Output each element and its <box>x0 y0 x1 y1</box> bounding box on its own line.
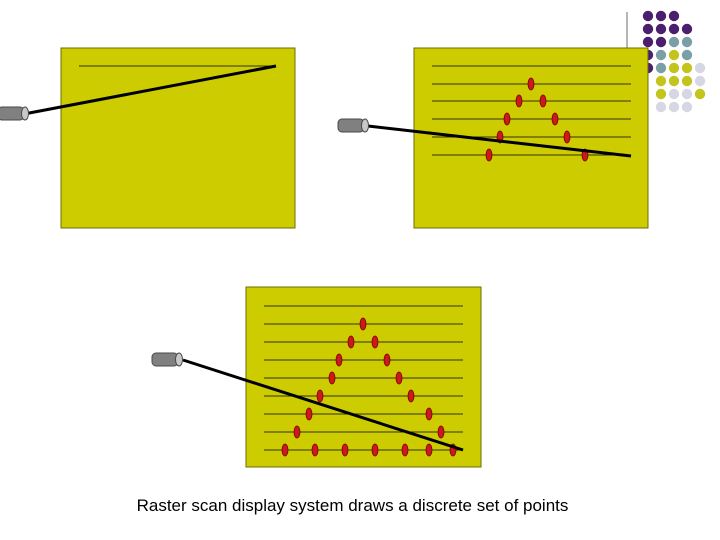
pixel-dot <box>425 407 433 421</box>
pixel-dot <box>347 335 355 349</box>
decorative-dot <box>668 75 680 87</box>
pixel-dot <box>527 77 535 91</box>
decorative-dot <box>681 62 693 74</box>
decorative-dot <box>668 23 680 35</box>
pixel-dot <box>395 371 403 385</box>
decorative-dot <box>668 36 680 48</box>
pixel-dot <box>401 443 409 457</box>
screen-1 <box>60 47 296 229</box>
decorative-dot <box>655 36 667 48</box>
decorative-dot <box>655 10 667 22</box>
decorative-dot <box>655 23 667 35</box>
pixel-dot <box>371 335 379 349</box>
decorative-dot <box>681 23 693 35</box>
decorative-dot <box>655 62 667 74</box>
decorative-dot <box>642 10 654 22</box>
pixel-dot <box>328 371 336 385</box>
screen-panel-3 <box>151 286 482 468</box>
decorative-dot <box>668 62 680 74</box>
decorative-dot <box>668 10 680 22</box>
pixel-dot <box>425 443 433 457</box>
screen-2 <box>413 47 649 229</box>
screen-panel-1 <box>0 47 296 229</box>
pixel-dot <box>305 407 313 421</box>
decorative-dot-grid-icon <box>642 10 706 113</box>
pixel-dot <box>311 443 319 457</box>
pixel-dot <box>341 443 349 457</box>
decorative-dot <box>668 88 680 100</box>
pixel-dot <box>563 130 571 144</box>
beam-icon <box>182 358 464 452</box>
decorative-dot <box>694 88 706 100</box>
pixel-dot <box>359 317 367 331</box>
decorative-dot <box>668 101 680 113</box>
pixel-dot <box>371 443 379 457</box>
decorative-dot <box>655 101 667 113</box>
pixel-dot <box>407 389 415 403</box>
decorative-dot <box>681 75 693 87</box>
screen-3 <box>245 286 482 468</box>
pixel-dot <box>515 94 523 108</box>
pixel-dot <box>485 148 493 162</box>
decorative-dot <box>694 75 706 87</box>
decorative-dot <box>668 49 680 61</box>
pixel-dot <box>383 353 391 367</box>
pixel-dot <box>437 425 445 439</box>
pixel-dot <box>503 112 511 126</box>
decorative-dot <box>642 36 654 48</box>
pixel-dot <box>316 389 324 403</box>
pixel-dot <box>293 425 301 439</box>
pixel-dot <box>281 443 289 457</box>
decorative-dot <box>681 88 693 100</box>
electron-gun-icon <box>151 352 183 367</box>
decorative-dot <box>694 62 706 74</box>
decorative-dot <box>681 36 693 48</box>
pixel-dot <box>551 112 559 126</box>
electron-gun-icon <box>337 118 369 133</box>
caption: Raster scan display system draws a discr… <box>136 496 569 515</box>
decorative-dot <box>655 88 667 100</box>
decorative-dot <box>642 23 654 35</box>
decorative-dot <box>655 49 667 61</box>
beam-icon <box>367 124 632 158</box>
decorative-dot <box>655 75 667 87</box>
screen-panel-2 <box>337 47 649 229</box>
decorative-dot <box>681 49 693 61</box>
beam-icon <box>23 64 277 116</box>
electron-gun-icon <box>0 106 29 121</box>
pixel-dot <box>539 94 547 108</box>
decorative-dot <box>681 101 693 113</box>
pixel-dot <box>335 353 343 367</box>
